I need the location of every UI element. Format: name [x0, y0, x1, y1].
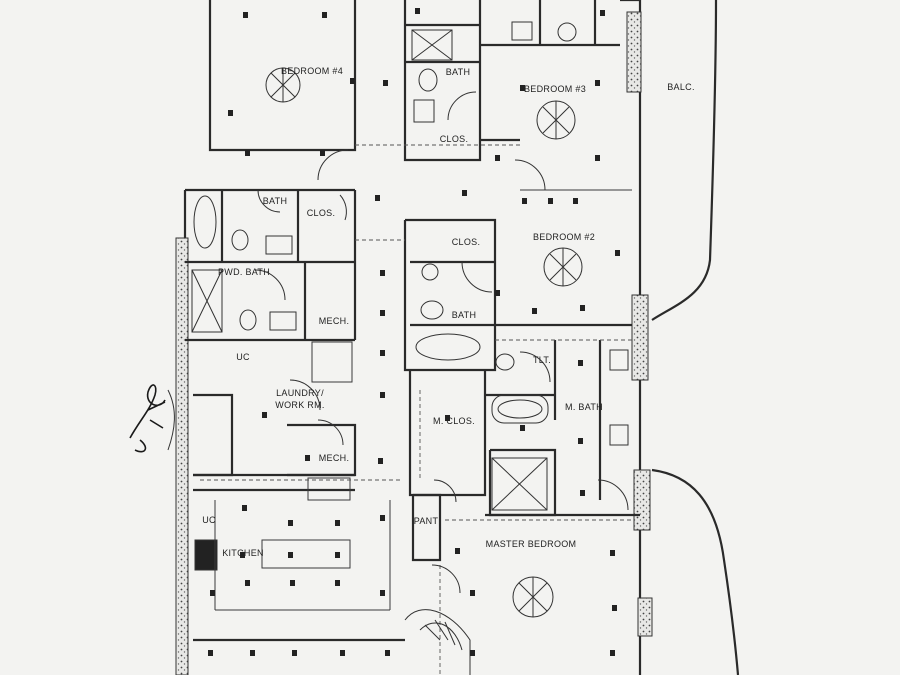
room-label-mech-upper: MECH.: [318, 316, 350, 326]
room-label-mech-lower: MECH.: [318, 453, 350, 463]
room-label-clos-mid: CLOS.: [451, 237, 481, 247]
room-label-bedroom-4: BEDROOM #4: [280, 66, 344, 76]
room-label-balcony: BALC.: [667, 82, 695, 92]
room-label-pant: PANT: [413, 516, 439, 526]
room-label-master-bedroom: MASTER BEDROOM: [485, 539, 577, 549]
electrical-symbols: [208, 8, 620, 656]
room-label-bath-mid: BATH: [451, 310, 477, 320]
room-label-bath-top: BATH: [445, 67, 471, 77]
room-label-clos-top: CLOS.: [439, 134, 469, 144]
interior-walls: [185, 0, 640, 611]
room-label-pwd-bath: PWD. BATH: [217, 267, 271, 277]
ceiling-fans: [265, 67, 583, 618]
room-label-tlt: TLT.: [532, 355, 552, 365]
room-label-bedroom-2: BEDROOM #2: [532, 232, 596, 242]
handwritten-signature: [129, 384, 175, 453]
room-label-clos-left: CLOS.: [306, 208, 336, 218]
room-label-m-clos: M. CLOS.: [433, 416, 475, 426]
balcony-rail: [651, 0, 740, 675]
room-label-m-bath: M. BATH: [565, 402, 603, 412]
room-label-laundry: LAUNDRY/: [276, 388, 324, 398]
dashed-lines: [200, 144, 635, 675]
room-label-bedroom-3: BEDROOM #3: [523, 84, 587, 94]
exterior-walls: [183, 0, 642, 675]
plumbing-fixtures: [191, 21, 629, 511]
room-label-uc-laundry: UC: [236, 352, 250, 362]
room-label-work-rm: WORK RM.: [275, 400, 325, 410]
room-label-uc-kitchen: UC: [202, 515, 216, 525]
room-label-bath-left: BATH: [262, 196, 288, 206]
room-label-kitchen: KITCHEN: [222, 548, 264, 558]
stair: [404, 609, 471, 675]
door-swings: [254, 91, 629, 594]
